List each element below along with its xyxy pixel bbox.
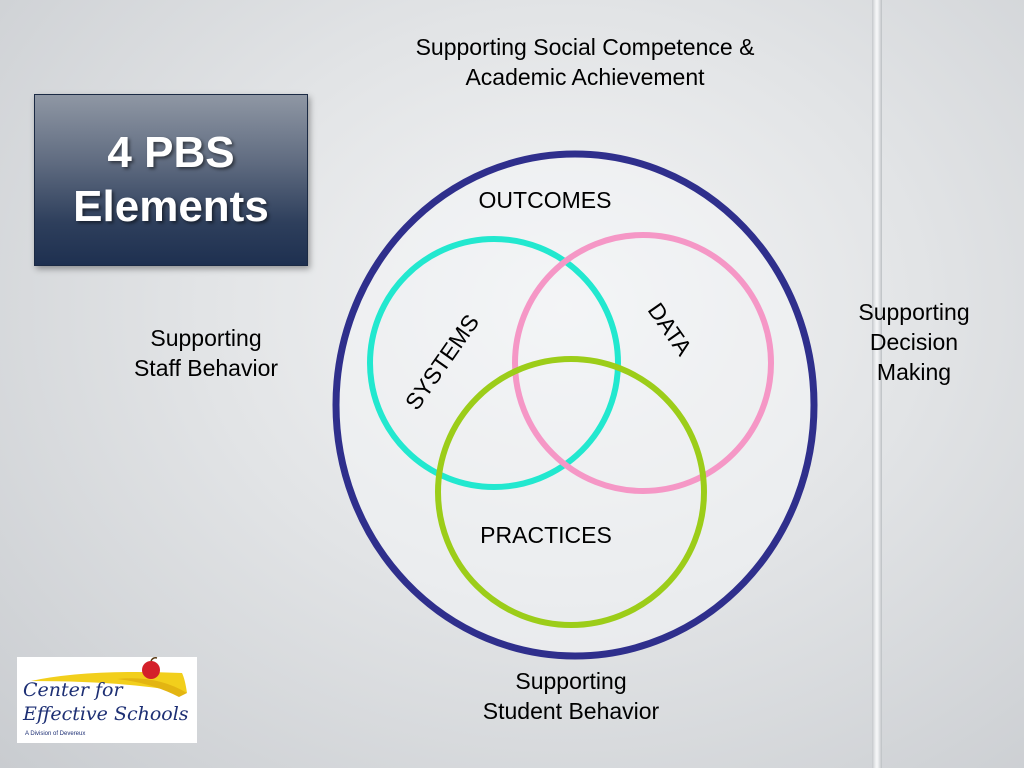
practices-label: PRACTICES: [480, 522, 612, 548]
slide-title-line2: Elements: [73, 182, 269, 231]
left-label-line1: Supporting: [150, 325, 262, 351]
practices-circle: [435, 356, 707, 628]
right-label-line2: Decision: [869, 329, 959, 355]
logo-line2: Effective Schools: [23, 703, 189, 725]
left-label-line2: Staff Behavior: [133, 355, 279, 381]
top-label-line1: Supporting Social Competence &: [415, 34, 755, 60]
data-circle: [512, 232, 774, 494]
right-label: Supporting Decision Making: [834, 297, 994, 387]
slide-divider-bar: [872, 0, 882, 768]
outer-outcomes-circle: [332, 150, 818, 660]
outcomes-label: OUTCOMES: [479, 187, 612, 213]
center-for-effective-schools-logo: Center for Effective Schools A Division …: [17, 657, 197, 743]
bottom-label-line1: Supporting: [515, 668, 627, 694]
slide-title: 4 PBS Elements: [41, 126, 301, 234]
right-label-line1: Supporting: [858, 299, 970, 325]
top-label-line2: Academic Achievement: [465, 64, 705, 90]
left-label: Supporting Staff Behavior: [106, 323, 306, 383]
bottom-label-line2: Student Behavior: [482, 698, 660, 724]
bottom-label: Supporting Student Behavior: [456, 666, 686, 726]
systems-circle: [367, 236, 621, 490]
logo-subtitle: A Division of Devereux: [25, 731, 86, 737]
apple-icon: [142, 661, 160, 679]
title-box: 4 PBS Elements: [34, 94, 308, 266]
right-label-line3: Making: [876, 359, 952, 385]
slide-title-line1: 4 PBS: [107, 128, 235, 177]
top-label: Supporting Social Competence & Academic …: [380, 32, 790, 92]
logo-swoosh-graphic: [31, 657, 187, 697]
logo-line1: Center for: [23, 679, 123, 701]
